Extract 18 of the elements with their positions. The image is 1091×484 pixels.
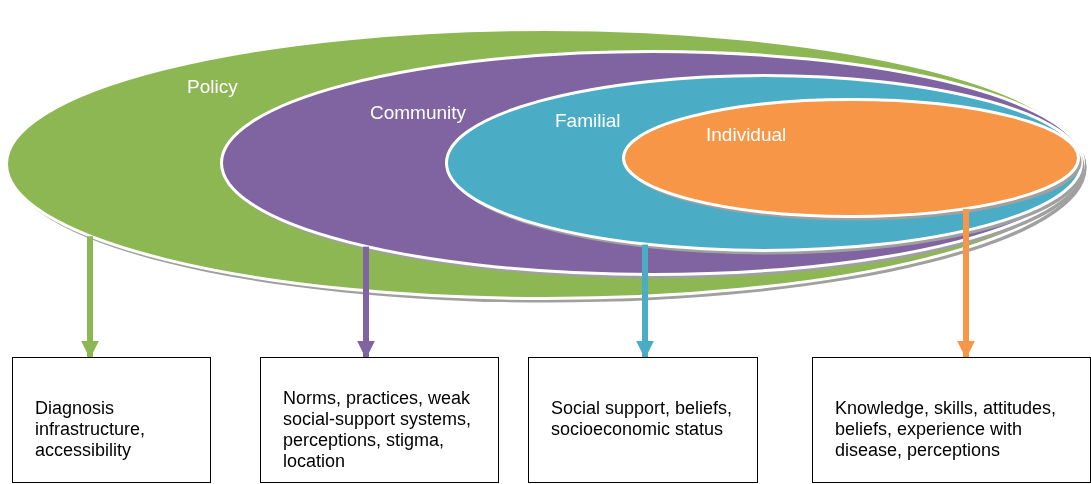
level-label: Community <box>370 102 467 124</box>
factor-box <box>528 357 758 483</box>
factor-text: Norms, practices, weak social-support systems, perceptions, stigma, location <box>283 388 473 472</box>
arrow <box>81 236 99 359</box>
factor-text: Diagnosis infrastructure, accessibility <box>35 398 147 461</box>
factor-box <box>260 357 499 483</box>
level-ellipse <box>5 28 1085 300</box>
level-ellipse <box>622 98 1080 218</box>
level-label: Individual <box>706 124 787 146</box>
arrow <box>957 208 975 359</box>
level-label: Familial <box>555 110 621 132</box>
factor-text: Knowledge, skills, attitudes, beliefs, experience with disease, perceptions <box>835 398 1058 461</box>
factor-box <box>12 357 211 483</box>
arrow <box>357 246 375 359</box>
factor-box <box>812 357 1091 483</box>
level-label: Policy <box>187 76 238 98</box>
arrow <box>636 244 654 359</box>
factor-text: Social support, beliefs, socioeconomic status <box>551 398 734 440</box>
